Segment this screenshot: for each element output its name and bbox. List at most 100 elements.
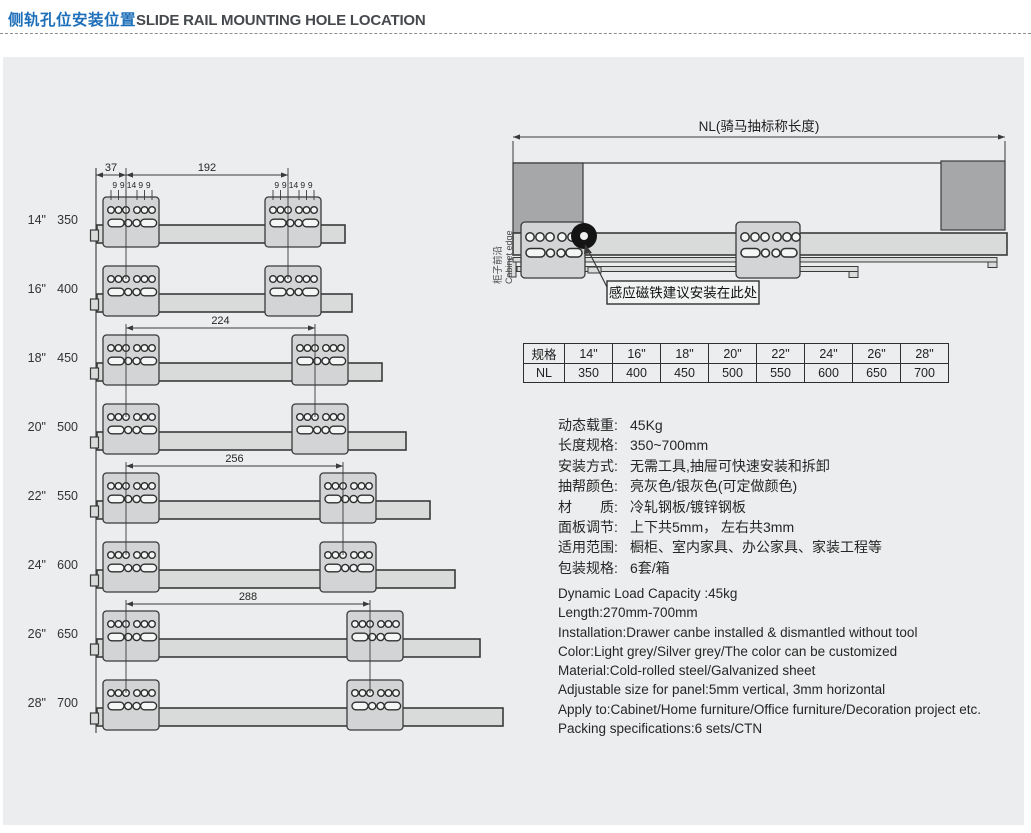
dimension-value: 224 [211, 315, 229, 327]
spec-row-cn: 适用范围:橱柜、室内家具、办公家具、家装工程等 [558, 537, 882, 557]
mounting-hole [132, 563, 141, 573]
mounting-hole [147, 482, 156, 491]
size-table-cell: 26" [852, 343, 901, 364]
mounting-hole [106, 620, 115, 629]
mounting-hole [310, 275, 319, 284]
mounting-hole [106, 482, 115, 491]
mounting-hole [132, 632, 141, 642]
page-title-en: SLIDE RAIL MOUNTING HOLE LOCATION [136, 12, 426, 29]
rail-size-label: 22"550 [28, 489, 78, 503]
mounting-hole [132, 205, 141, 214]
mounting-hole [147, 551, 156, 560]
mounting-slot [296, 356, 314, 366]
mounting-hole [365, 482, 374, 491]
mounting-hole [771, 248, 781, 258]
rail-profile-detail [516, 266, 859, 272]
mounting-slot [107, 632, 125, 642]
size-table-cell: 550 [756, 363, 805, 383]
mounting-slot [107, 287, 125, 297]
mounting-hole [329, 344, 338, 353]
spec-row-cn: 抽帮颜色:亮灰色/银灰色(可定做颜色) [558, 476, 882, 496]
mounting-hole [384, 689, 393, 698]
mounting-slot [351, 632, 369, 642]
mounting-hole [791, 232, 801, 242]
spec-value: 350~700mm [630, 437, 709, 454]
mounting-hole [358, 620, 367, 629]
rail-front-tab [89, 574, 100, 587]
mounting-hole [384, 620, 393, 629]
dimension-nl [513, 134, 1005, 140]
hole-spacing-value: 9 [308, 180, 313, 190]
mounting-hole [132, 689, 141, 698]
spec-value: 橱柜、室内家具、办公家具、家装工程等 [630, 539, 882, 556]
rail-size-label: 18"450 [28, 351, 78, 365]
mounting-slot [351, 701, 369, 711]
mounting-slot [139, 425, 158, 435]
dimension-value: 256 [225, 453, 243, 465]
spec-row-en: Installation:Drawer canbe installed & di… [558, 624, 918, 640]
spec-label: 材 质: [558, 498, 618, 515]
mounting-hole [294, 287, 303, 297]
size-table-cell: 28" [900, 343, 949, 364]
mounting-hole [147, 275, 156, 284]
mounting-hole [350, 551, 359, 560]
spec-row-cn: 包装规格:6套/箱 [558, 558, 882, 578]
mounting-hole [302, 205, 311, 214]
mounting-hole [545, 232, 555, 242]
spec-row-en: Length:270mm-700mm [558, 605, 698, 621]
spec-row-cn: 动态载重:45Kg [558, 415, 882, 435]
mounting-hole [340, 563, 350, 573]
mounting-hole [114, 205, 123, 214]
mounting-slot [356, 494, 375, 504]
mounting-hole [106, 275, 115, 284]
mounting-hole [147, 413, 156, 422]
mounting-hole [750, 232, 760, 242]
spec-value: 无需工具,抽屉可快速安装和拆卸 [630, 457, 830, 474]
rail-row: 26"650 [28, 610, 481, 662]
mounting-hole [132, 413, 141, 422]
mounting-hole [132, 425, 141, 435]
page-title: 侧轨孔位安装位置SLIDE RAIL MOUNTING HOLE LOCATIO… [8, 8, 426, 30]
spec-label: 安装方式: [558, 457, 618, 474]
rail-front-tab [89, 229, 100, 242]
mounting-slot [139, 218, 158, 228]
mounting-slot [107, 356, 125, 366]
rail-row: 28"700 [28, 679, 504, 731]
mounting-slot [356, 563, 375, 573]
drawer-rear-block [940, 160, 1006, 231]
hole-spacing-value: 9 [300, 180, 305, 190]
mounting-hole [294, 218, 303, 228]
spec-row-cn: 材 质:冷轧钢板/镀锌钢板 [558, 497, 882, 517]
mounting-hole [337, 344, 346, 353]
mounting-hole [123, 287, 133, 297]
rail-profile-detail [987, 261, 998, 268]
mounting-hole [140, 551, 149, 560]
rail-row: 18"450 [28, 334, 383, 386]
size-table-cell: 700 [900, 363, 949, 383]
mounting-hole [377, 620, 386, 629]
mounting-slot [780, 247, 798, 258]
size-table-cell: 16" [612, 343, 661, 364]
mounting-hole [140, 689, 149, 698]
mounting-slot [740, 247, 761, 258]
dimension-value: 288 [239, 591, 257, 603]
left-hole-location-diagram: 14"35016"40018"45020"50022"55024"60026"6… [28, 162, 504, 733]
mounting-hole [303, 413, 312, 422]
mounting-hole [331, 551, 340, 560]
rail-front-tab [89, 712, 100, 725]
rail-length-label: 450 [57, 351, 78, 365]
mounting-hole [351, 620, 360, 629]
size-table-cell: 14" [564, 343, 613, 364]
mounting-hole [114, 413, 123, 422]
rail-front-tab [89, 298, 100, 311]
mounting-hole [269, 275, 278, 284]
mounting-hole [376, 632, 385, 642]
mounting-hole [132, 356, 141, 366]
hole-spacing-value: 14 [127, 180, 137, 190]
rail-row: 20"500 [28, 403, 407, 455]
mounting-hole [377, 689, 386, 698]
mounting-hole [296, 413, 305, 422]
mounting-hole [132, 494, 141, 504]
mounting-hole [114, 275, 123, 284]
